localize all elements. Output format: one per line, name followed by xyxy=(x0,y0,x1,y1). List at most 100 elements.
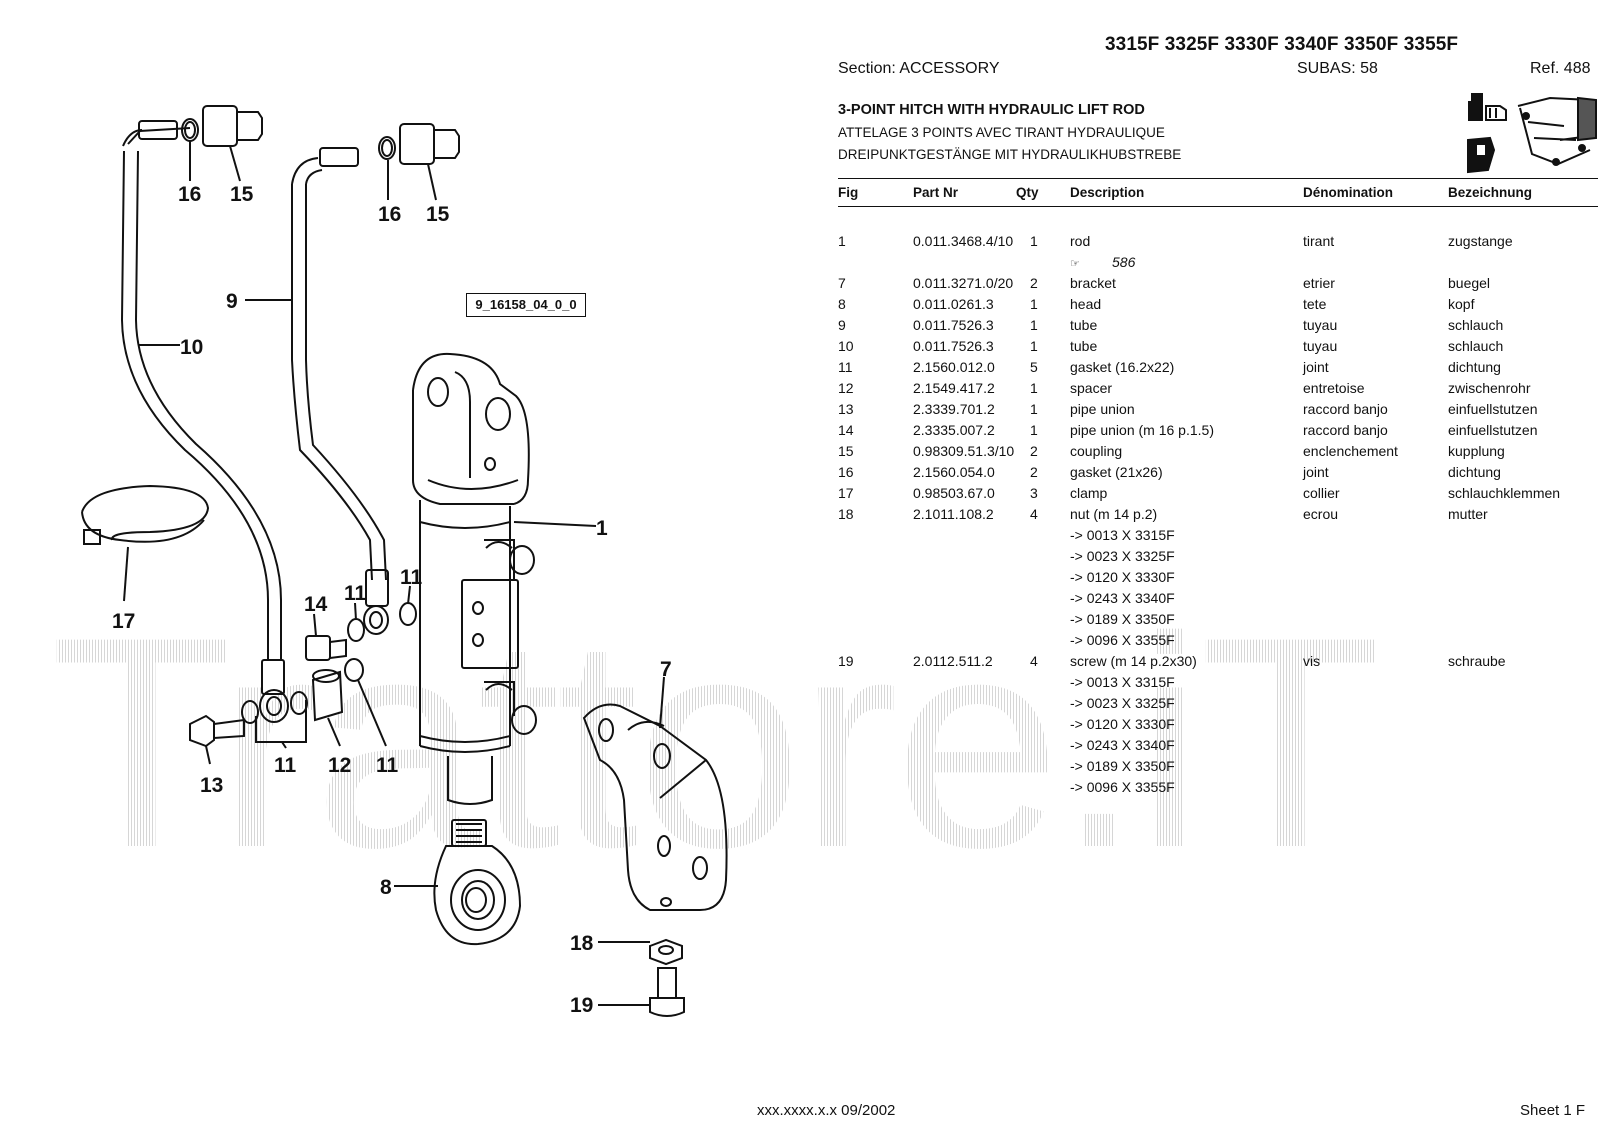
cell-description: head xyxy=(1070,296,1102,312)
table-row-variant: -> 0120 X 3330F xyxy=(838,716,1598,737)
cell-fig: 11 xyxy=(838,359,853,375)
table-row-variant: -> 0013 X 3315F xyxy=(838,527,1598,548)
table-row: 18 2.1011.108.2 4 nut (m 14 p.2) ecrou m… xyxy=(838,506,1598,527)
table-row: 16 2.1560.054.0 2 gasket (21x26) joint d… xyxy=(838,464,1598,485)
callout-11-c: 11 xyxy=(274,754,297,777)
cell-description: gasket (21x26) xyxy=(1070,464,1163,480)
callout-7: 7 xyxy=(660,658,672,681)
cell-qty: 1 xyxy=(1030,401,1038,417)
cell-description: coupling xyxy=(1070,443,1123,459)
cell-description: pipe union xyxy=(1070,401,1135,417)
cell-bezeichnung: zwischenrohr xyxy=(1448,380,1531,396)
cell-fig: 14 xyxy=(838,422,854,438)
callout-16-left: 16 xyxy=(178,183,202,206)
exploded-parts-diagram xyxy=(81,105,728,1017)
table-row: 13 2.3339.701.2 1 pipe union raccord ban… xyxy=(838,401,1598,422)
callout-12: 12 xyxy=(328,754,352,777)
cell-part: 0.011.3468.4/10 xyxy=(913,233,1014,249)
cell-bezeichnung: einfuellstutzen xyxy=(1448,401,1538,417)
title-english: 3-POINT HITCH WITH HYDRAULIC LIFT ROD xyxy=(838,102,1145,118)
table-row-variant: -> 0023 X 3325F xyxy=(838,548,1598,569)
cell-description: bracket xyxy=(1070,275,1116,291)
cell-variant: -> 0243 X 3340F xyxy=(1070,737,1175,753)
cell-denomination: etrier xyxy=(1303,275,1335,291)
table-row: 15 0.98309.51.3/10 2 coupling enclenchem… xyxy=(838,443,1598,464)
cell-denomination: tete xyxy=(1303,296,1327,312)
cell-qty: 3 xyxy=(1030,485,1038,501)
callout-18: 18 xyxy=(570,932,594,955)
cell-denomination: tuyau xyxy=(1303,338,1338,354)
cell-fig: 10 xyxy=(838,338,854,354)
cell-bezeichnung: schlauchklemmen xyxy=(1448,485,1561,501)
cell-denomination: tuyau xyxy=(1303,317,1338,333)
cell-fig: 13 xyxy=(838,401,854,417)
cell-bezeichnung: schlauch xyxy=(1448,338,1504,354)
cell-variant: -> 0013 X 3315F xyxy=(1070,674,1175,690)
cell-bezeichnung: einfuellstutzen xyxy=(1448,422,1538,438)
model-list: 3315F 3325F 3330F 3340F 3350F 3355F xyxy=(1105,34,1459,55)
table-row-variant: -> 0013 X 3315F xyxy=(838,674,1598,695)
cell-description: tube xyxy=(1070,317,1098,333)
table-row-variant: -> 0243 X 3340F xyxy=(838,590,1598,611)
cell-fig: 19 xyxy=(838,653,854,669)
callout-15-right: 15 xyxy=(426,203,450,226)
cross-reference-link[interactable]: 586 xyxy=(1112,254,1136,270)
col-header-denomination: Dénomination xyxy=(1303,185,1393,200)
table-top-rule xyxy=(838,178,1598,179)
callout-1: 1 xyxy=(596,517,608,540)
table-row-variant: -> 0189 X 3350F xyxy=(838,611,1598,632)
cell-part: 0.98309.51.3/10 xyxy=(913,443,1015,459)
cell-qty: 1 xyxy=(1030,422,1038,438)
cell-fig: 16 xyxy=(838,464,854,480)
cell-variant: -> 0189 X 3350F xyxy=(1070,611,1175,627)
cell-part: 2.1011.108.2 xyxy=(913,506,994,522)
cell-description: spacer xyxy=(1070,380,1113,396)
cell-denomination: collier xyxy=(1303,485,1340,501)
cell-qty: 4 xyxy=(1030,506,1038,522)
cell-part: 0.011.7526.3 xyxy=(913,338,994,354)
cell-fig: 15 xyxy=(838,443,854,459)
diagram-reference-code: 9_16158_04_0_0 xyxy=(466,293,586,317)
cell-variant: -> 0013 X 3315F xyxy=(1070,527,1175,543)
cell-variant: -> 0120 X 3330F xyxy=(1070,569,1175,585)
table-header-rule xyxy=(838,206,1598,207)
callout-11-d: 11 xyxy=(376,754,399,777)
cell-variant: -> 0023 X 3325F xyxy=(1070,695,1175,711)
cell-description: pipe union (m 16 p.1.5) xyxy=(1070,422,1214,438)
cell-variant: -> 0096 X 3355F xyxy=(1070,779,1175,795)
col-header-bezeichnung: Bezeichnung xyxy=(1448,185,1533,200)
cell-fig: 9 xyxy=(838,317,846,333)
cell-variant: -> 0096 X 3355F xyxy=(1070,632,1175,648)
cell-part: 0.011.7526.3 xyxy=(913,317,994,333)
cell-qty: 1 xyxy=(1030,317,1038,333)
callout-14: 14 xyxy=(304,593,328,616)
subas-label: SUBAS: 58 xyxy=(1297,60,1378,77)
cell-qty: 1 xyxy=(1030,338,1038,354)
cell-variant: -> 0120 X 3330F xyxy=(1070,716,1175,732)
cell-qty: 2 xyxy=(1030,443,1038,459)
cell-fig: 18 xyxy=(838,506,854,522)
cell-denomination: ecrou xyxy=(1303,506,1339,522)
cell-denomination: raccord banjo xyxy=(1303,422,1388,438)
cell-denomination: enclenchement xyxy=(1303,443,1398,459)
reference-label: Ref. 488 xyxy=(1530,60,1591,77)
cell-description: nut (m 14 p.2) xyxy=(1070,506,1158,522)
footer-sheet-number: Sheet 1 F xyxy=(1520,1102,1586,1119)
cell-fig: 12 xyxy=(838,380,854,396)
cell-qty: 1 xyxy=(1030,380,1038,396)
footer-document-code: xxx.xxxx.x.x 09/2002 xyxy=(757,1102,896,1119)
cell-denomination: tirant xyxy=(1303,233,1335,249)
table-row: 1 0.011.3468.4/10 1 rod tirant zugstange xyxy=(838,233,1598,254)
callout-11-b: 11 xyxy=(400,566,423,589)
cell-description: clamp xyxy=(1070,485,1108,501)
cell-qty: 1 xyxy=(1030,296,1038,312)
callout-13: 13 xyxy=(200,774,224,797)
cell-variant: -> 0243 X 3340F xyxy=(1070,590,1175,606)
cell-part: 2.0112.511.2 xyxy=(913,653,993,669)
cell-denomination: raccord banjo xyxy=(1303,401,1388,417)
cell-bezeichnung: dichtung xyxy=(1448,464,1501,480)
cell-denomination: joint xyxy=(1303,359,1329,375)
table-row: 7 0.011.3271.0/20 2 bracket etrier buege… xyxy=(838,275,1598,296)
section-label: Section: ACCESSORY xyxy=(838,60,1000,77)
cell-fig: 1 xyxy=(838,233,846,249)
